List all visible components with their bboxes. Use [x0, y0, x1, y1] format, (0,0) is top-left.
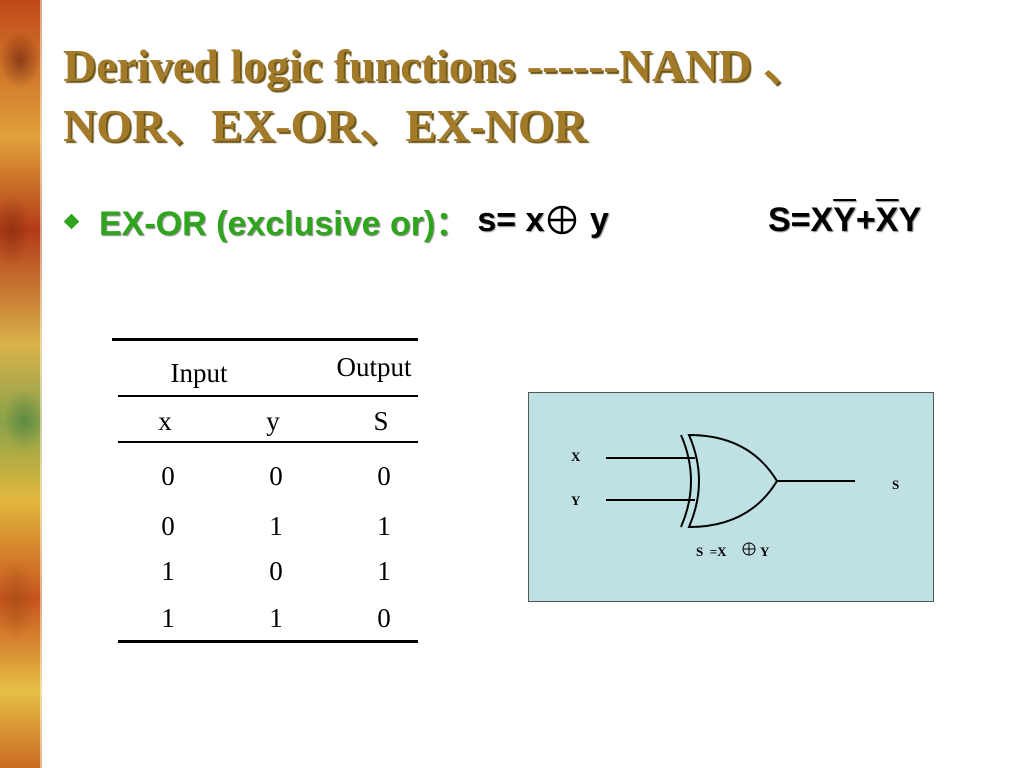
- table-cell: 0: [161, 461, 175, 491]
- title-line-2: NOR、EX-OR、EX-NOR: [63, 100, 587, 151]
- table-column-header: y: [266, 406, 280, 436]
- table-cell: 1: [269, 511, 283, 541]
- xor-formula-right: y: [580, 200, 609, 239]
- formula2-plus: +: [855, 200, 876, 239]
- table-cell: 1: [377, 556, 391, 586]
- table-cell: 0: [161, 511, 175, 541]
- sum-of-products-formula: S=XY+XY: [768, 201, 921, 240]
- input-y-label: Y: [571, 493, 581, 508]
- table-group-header: Output: [336, 352, 412, 382]
- table-cell: 0: [269, 461, 283, 491]
- table-cell: 1: [161, 603, 175, 633]
- equation-left: S =X: [696, 544, 727, 559]
- table-cell: 1: [269, 603, 283, 633]
- xor-extra-curve: [680, 434, 692, 528]
- table-cell: 0: [269, 556, 283, 586]
- slide-title: Derived logic functions ------NAND 、 NOR…: [63, 36, 983, 156]
- xor-formula: s= x y: [477, 201, 608, 240]
- table-group-rule: [118, 395, 418, 397]
- output-s-label: S: [892, 477, 900, 492]
- xor-formula-left: s= x: [477, 200, 545, 239]
- formula2-y: Y: [898, 200, 922, 239]
- bullet-label: EX-OR (exclusive or)：: [99, 204, 470, 243]
- truth-table: Input Output x y S 0 0 0 0 1 1 1 0 1 1 1…: [112, 338, 420, 648]
- table-header-rule: [118, 441, 418, 443]
- xor-gate-diagram: X Y S S =X Y: [528, 392, 934, 602]
- table-cell: 1: [161, 556, 175, 586]
- gate-body: [687, 433, 779, 529]
- table-bottom-rule: [118, 640, 418, 643]
- formula2-x-bar: X: [875, 200, 899, 239]
- diamond-bullet-icon: [63, 213, 80, 229]
- formula2-y-bar: Y: [833, 200, 856, 239]
- title-line-1: Derived logic functions ------NAND 、: [63, 40, 810, 91]
- formula2-part-1: S=X: [768, 200, 834, 239]
- bullet-exor: EX-OR (exclusive or)： s= x y S=XY+XY: [63, 198, 921, 243]
- table-group-header: Input: [170, 358, 228, 388]
- table-cell: 0: [377, 461, 391, 491]
- table-cell: 0: [377, 603, 391, 633]
- input-x-label: X: [571, 449, 581, 464]
- equation-right: Y: [760, 544, 770, 559]
- xor-circle-icon: [548, 205, 577, 235]
- table-column-header: x: [158, 406, 172, 436]
- decorative-side-strip: [0, 0, 42, 768]
- xor-gate-symbol: [606, 433, 855, 556]
- table-column-header: S: [373, 406, 389, 436]
- table-cell: 1: [377, 511, 391, 541]
- table-top-rule: [112, 338, 418, 341]
